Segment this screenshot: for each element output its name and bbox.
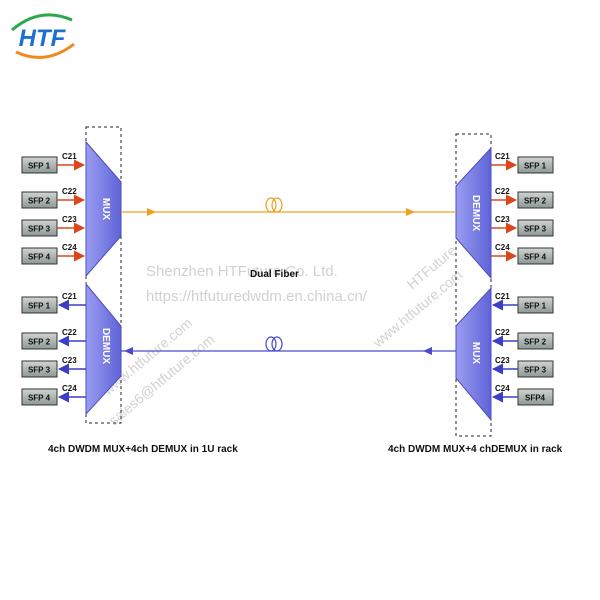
sfp-module: [517, 191, 554, 209]
right-demux-block: [455, 146, 492, 280]
left-demux-port-3: SFP 3 C23: [21, 356, 86, 378]
sfp-label: SFP 3: [28, 366, 51, 375]
right-mux-label: MUX: [470, 342, 481, 365]
left-mux-port-4: SFP 4 C24: [21, 243, 86, 265]
sfp-module: [21, 360, 58, 378]
right-mux-port-3: SFP 3 C23: [491, 356, 554, 378]
left-mux-port-1: SFP 1 C21: [21, 152, 86, 174]
channel-label: C21: [62, 292, 77, 301]
channel-label: C23: [495, 356, 510, 365]
sfp-module: [21, 296, 58, 314]
channel-label: C21: [62, 152, 77, 161]
left-mux-label: MUX: [100, 198, 111, 221]
sfp-module: [21, 388, 58, 406]
sfp-label: SFP 3: [524, 225, 547, 234]
channel-label: C24: [62, 384, 77, 393]
channel-label: C22: [495, 187, 510, 196]
right-mux-port-4: SFP4 C24: [491, 384, 554, 406]
channel-label: C24: [495, 384, 510, 393]
sfp-label: SFP 2: [524, 338, 547, 347]
logo-swoosh-orange: [15, 42, 75, 59]
right-demux-port-2: SFP 2 C22: [491, 187, 554, 209]
left-mux-port-2: SFP 2 C22: [21, 187, 86, 209]
left-demux-port-2: SFP 2 C22: [21, 328, 86, 350]
right-mux-block: [455, 286, 492, 422]
left-caption: 4ch DWDM MUX+4ch DEMUX in 1U rack: [48, 444, 238, 455]
fiber-link-bottom: [121, 336, 456, 355]
left-rack-frame: [85, 126, 122, 424]
direction-arrow-icon: [406, 208, 415, 216]
sfp-label: SFP 2: [28, 197, 51, 206]
sfp-label: SFP 4: [28, 253, 51, 262]
sfp-label: SFP4: [525, 394, 546, 403]
channel-label: C21: [495, 152, 510, 161]
watermark-url: https://htfuturedwdm.en.china.cn/: [146, 288, 368, 305]
right-demux-port-3: SFP 3 C23: [491, 215, 554, 237]
right-terminal: DEMUX MUX SFP 1 C21 SFP 2 C22 SFP 3 C23 …: [388, 133, 563, 455]
sfp-label: SFP 2: [524, 197, 547, 206]
channel-label: C24: [495, 243, 510, 252]
sfp-module: [517, 156, 554, 174]
left-demux-label: DEMUX: [100, 328, 111, 364]
channel-label: C23: [495, 215, 510, 224]
fiber-label: Dual Fiber: [250, 269, 299, 280]
channel-label: C23: [62, 356, 77, 365]
sfp-label: SFP 4: [524, 253, 547, 262]
sfp-module: [21, 332, 58, 350]
watermark-company: Shenzhen HTFuture Co. Ltd.: [146, 263, 338, 280]
fiber-link-top: [121, 197, 456, 216]
channel-label: C22: [62, 328, 77, 337]
right-mux-port-1: SFP 1 C21: [491, 292, 554, 314]
sfp-label: SFP 1: [524, 162, 547, 171]
sfp-label: SFP 1: [524, 302, 547, 311]
right-demux-label: DEMUX: [470, 195, 481, 231]
fiber-coil-icon: [265, 336, 283, 352]
sfp-module: [517, 247, 554, 265]
left-demux-port-1: SFP 1 C21: [21, 292, 86, 314]
sfp-module: [517, 219, 554, 237]
direction-arrow-icon: [124, 347, 133, 355]
sfp-label: SFP 2: [28, 338, 51, 347]
sfp-label: SFP 4: [28, 394, 51, 403]
sfp-label: SFP 3: [28, 225, 51, 234]
channel-label: C24: [62, 243, 77, 252]
channel-label: C23: [62, 215, 77, 224]
logo-text: HTF: [19, 25, 67, 52]
right-demux-port-1: SFP 1 C21: [491, 152, 554, 174]
left-mux-port-3: SFP 3 C23: [21, 215, 86, 237]
htf-logo: HTF: [11, 13, 75, 59]
left-demux-block: [85, 282, 122, 416]
right-demux-port-4: SFP 4 C24: [491, 243, 554, 265]
right-mux-port-2: SFP 2 C22: [491, 328, 554, 350]
channel-label: C22: [62, 187, 77, 196]
fiber-coil-icon: [265, 197, 283, 213]
sfp-label: SFP 3: [524, 366, 547, 375]
direction-arrow-icon: [147, 208, 156, 216]
channel-label: C21: [495, 292, 510, 301]
sfp-label: SFP 1: [28, 162, 51, 171]
left-demux-port-4: SFP 4 C24: [21, 384, 86, 406]
right-caption: 4ch DWDM MUX+4 chDEMUX in rack: [388, 444, 563, 455]
direction-arrow-icon: [423, 347, 432, 355]
right-rack-frame: [455, 133, 492, 437]
sfp-label: SFP 1: [28, 302, 51, 311]
logo-swoosh-green: [11, 13, 73, 32]
left-mux-block: [85, 140, 122, 278]
channel-label: C22: [495, 328, 510, 337]
left-terminal: MUX DEMUX SFP 1 C21 SFP 2 C22 SFP 3 C23 …: [21, 126, 238, 455]
